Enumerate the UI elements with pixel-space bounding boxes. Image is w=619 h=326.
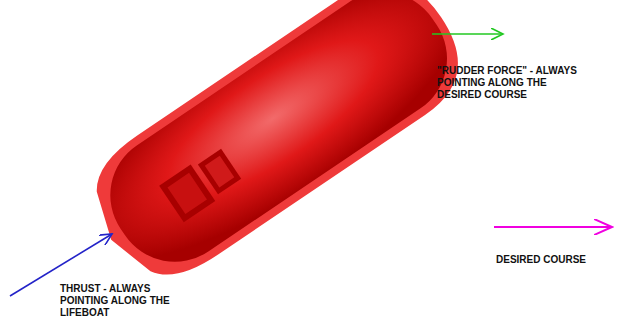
- course-arrow: [494, 226, 612, 228]
- rudder-force-note: "RUDDER FORCE" - ALWAYS POINTING ALONG T…: [437, 65, 579, 101]
- thrust-note: THRUST - ALWAYS POINTING ALONG THE LIFEB…: [60, 283, 178, 319]
- lifeboat-hull: [71, 0, 481, 300]
- rudder-force-arrow: [432, 33, 503, 35]
- hatch: [159, 146, 243, 223]
- course-label: DESIRED COURSE: [496, 254, 616, 266]
